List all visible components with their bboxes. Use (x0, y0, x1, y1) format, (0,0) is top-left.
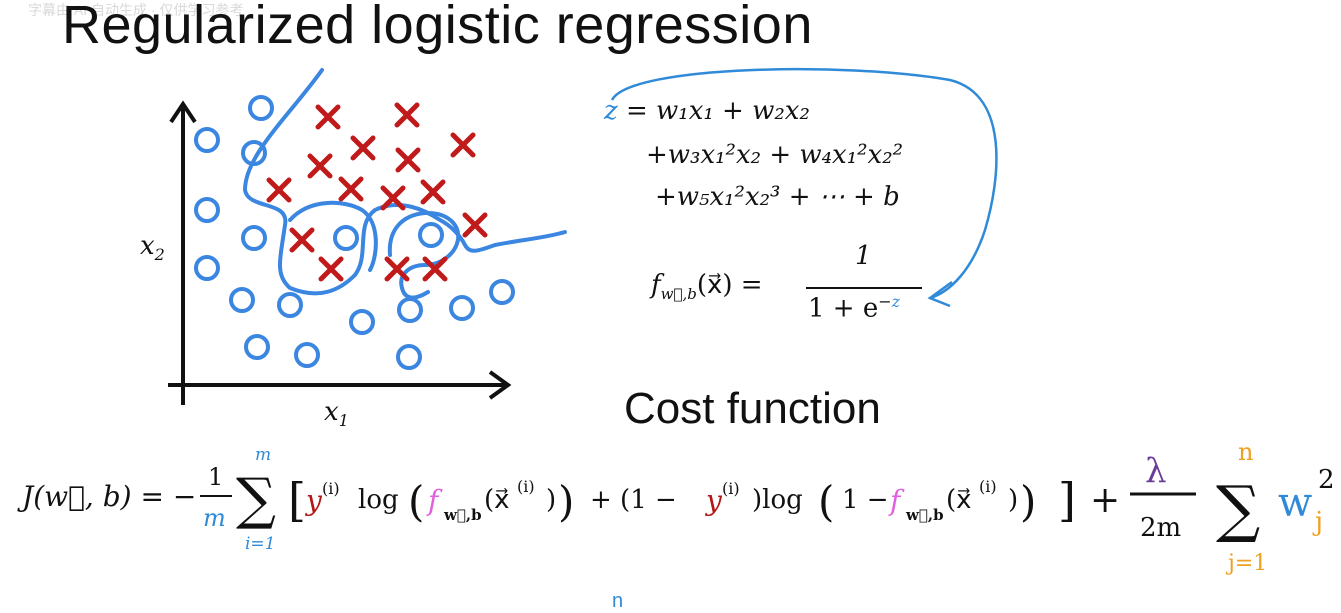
model-f-1-subscript: w⃗,b (443, 506, 482, 524)
reg-weight-superscript: 2 (1318, 465, 1335, 495)
model-f-2-subscript: w⃗,b (905, 506, 944, 524)
log-1-open-paren: ( (408, 477, 424, 526)
cost-lhs: J(w⃗, b) = − (17, 480, 196, 513)
regularization-plus: + (1090, 480, 1120, 521)
negative-sample (489, 279, 515, 305)
negative-sample (449, 295, 475, 321)
z-symbol: z (604, 96, 618, 126)
x-axis-label: x1 (324, 397, 349, 430)
plus-one-minus: + (1 − (590, 485, 677, 515)
input-x-1: (x⃗ (484, 485, 510, 515)
negative-sample (194, 197, 220, 223)
sigmoid-lhs: fw⃗,b(x⃗) = (651, 270, 763, 304)
model-f-2: f (888, 484, 905, 517)
reg-weight-subscript: j (1312, 507, 1323, 537)
positive-sample (450, 132, 476, 158)
log-1-close-paren: ) (558, 477, 574, 526)
negative-sample (397, 297, 423, 323)
positive-sample (338, 176, 364, 202)
positive-sample (318, 256, 344, 282)
negative-sample (418, 222, 444, 248)
negative-sample (248, 95, 274, 121)
sigmoid-numerator: 1 (855, 241, 872, 271)
positive-sample (462, 212, 488, 238)
cost-frac-numerator: 1 (208, 463, 223, 491)
positive-sample (266, 177, 292, 203)
z-equation-line-2: +w₃x₁²x₂ + w₄x₁²x₂² (646, 140, 904, 170)
negative-sample (194, 255, 220, 281)
subtitle-watermark: 字幕由 AI 自动生成 · 仅供学习参考 (28, 2, 244, 18)
negative-sample (277, 292, 303, 318)
negative-sample (349, 309, 375, 335)
negative-sample (396, 344, 422, 370)
z-equation-line-1: z = w₁x₁ + w₂x₂ (604, 96, 810, 126)
arrow-curve (610, 67, 998, 300)
sum-lower-limit: i=1 (245, 534, 276, 554)
input-x-2-superscript: (i) (979, 477, 997, 496)
bottom-partial-symbol: n (612, 590, 624, 612)
negative-sample (241, 140, 267, 166)
input-x-2: (x⃗ (946, 485, 972, 515)
y-axis-label: x2 (140, 231, 165, 264)
x-axis-arrow (488, 370, 512, 400)
decision-boundary-loop-1 (288, 200, 378, 272)
model-f-1: f (426, 484, 443, 517)
negative-sample (194, 127, 220, 153)
positive-sample (394, 102, 420, 128)
positive-sample (384, 256, 410, 282)
positive-sample (350, 135, 376, 161)
decision-boundary-loop-2 (387, 210, 461, 300)
input-x-2-close: ) (1008, 485, 1018, 515)
negative-samples (194, 95, 515, 370)
positive-sample (422, 256, 448, 282)
right-bracket: ] (1058, 473, 1076, 527)
cost-frac-denominator: m (203, 504, 226, 532)
negative-sample (294, 342, 320, 368)
log-2: )log (752, 485, 803, 515)
one-minus: 1 − (842, 485, 889, 515)
sum-symbol: ∑ (236, 467, 276, 532)
slide-title: Regularized logistic regression (62, 0, 813, 55)
sigmoid-fraction-bar (806, 287, 922, 289)
reg-sum-lower-limit: j=1 (1225, 551, 1267, 576)
positive-samples (266, 102, 488, 282)
positive-sample (307, 153, 333, 179)
reg-frac-denominator: 2m (1140, 513, 1181, 543)
left-bracket: [ (288, 473, 306, 527)
label-y-1: y (304, 484, 323, 517)
positive-sample (420, 179, 446, 205)
lambda-symbol: λ (1145, 451, 1167, 491)
negative-sample (333, 225, 359, 251)
decision-boundary-curve (242, 68, 567, 296)
positive-sample (380, 185, 406, 211)
label-y-2-superscript: (i) (722, 479, 740, 498)
z-substitution-arrow (610, 67, 998, 308)
label-y-2: y (704, 484, 723, 517)
regularized-cost-equation: J(w⃗, b) = − 1 m m ∑ i=1 [ y (i) log ( f… (17, 438, 1335, 576)
negative-sample (244, 334, 270, 360)
sum-upper-limit: m (255, 445, 271, 465)
negative-sample (229, 287, 255, 313)
z-terms-1: = w₁x₁ + w₂x₂ (625, 96, 810, 126)
log-1: log (358, 485, 399, 515)
log-2-close-paren: ) (1020, 477, 1036, 526)
decision-boundary-plot: x1 x2 (140, 68, 567, 430)
log-2-open-paren: ( (818, 477, 834, 526)
positive-sample (289, 227, 315, 253)
cost-function-heading: Cost function (624, 384, 881, 433)
input-x-1-superscript: (i) (517, 477, 535, 496)
reg-sum-symbol: ∑ (1216, 472, 1260, 545)
reg-weight: w (1278, 480, 1312, 526)
input-x-1-close: ) (546, 485, 556, 515)
z-equation-line-3: +w₅x₁²x₂³ + ⋯ + b (655, 182, 900, 212)
positive-sample (315, 104, 341, 130)
sigmoid-denominator: 1 + e−z (808, 292, 901, 324)
reg-sum-upper-limit: n (1238, 438, 1253, 466)
label-y-1-superscript: (i) (322, 479, 340, 498)
negative-sample (241, 225, 267, 251)
arrow-head (927, 280, 953, 308)
y-axis-arrow (169, 100, 197, 124)
positive-sample (395, 147, 421, 173)
